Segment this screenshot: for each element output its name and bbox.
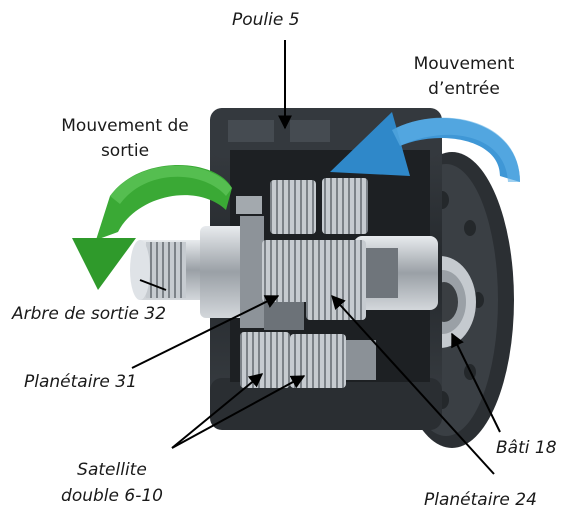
leader-satellite-b [171,375,306,449]
label-bati: Bâti 18 [496,438,557,458]
label-mouvement-entree-line2: d’entrée [428,79,500,99]
label-mouvement-sortie-line1: Mouvement de [61,116,189,136]
label-poulie: Poulie 5 [232,10,300,30]
label-satellite-line1: Satellite [77,460,147,480]
label-mouvement-sortie-line2: sortie [100,141,150,161]
label-mouvement-entree-line1: Mouvement [413,54,515,74]
label-satellite-line2: double 6-10 [61,486,163,506]
label-arbre-sortie: Arbre de sortie 32 [12,304,167,324]
leader-lines [131,40,501,475]
output-motion-arrow [72,164,232,290]
leader-arbre-sortie [139,279,167,291]
leader-planetaire-31 [131,295,280,369]
leader-satellite-a [171,373,264,449]
output-shaft [130,216,264,328]
input-motion-arrow [330,112,520,182]
planetary-shaft-bearing [354,236,438,310]
label-planetaire-24: Planétaire 24 [424,490,537,510]
leader-bati [451,332,501,433]
leader-planetaire-24 [331,294,495,475]
label-planetaire-31: Planétaire 31 [24,372,137,392]
